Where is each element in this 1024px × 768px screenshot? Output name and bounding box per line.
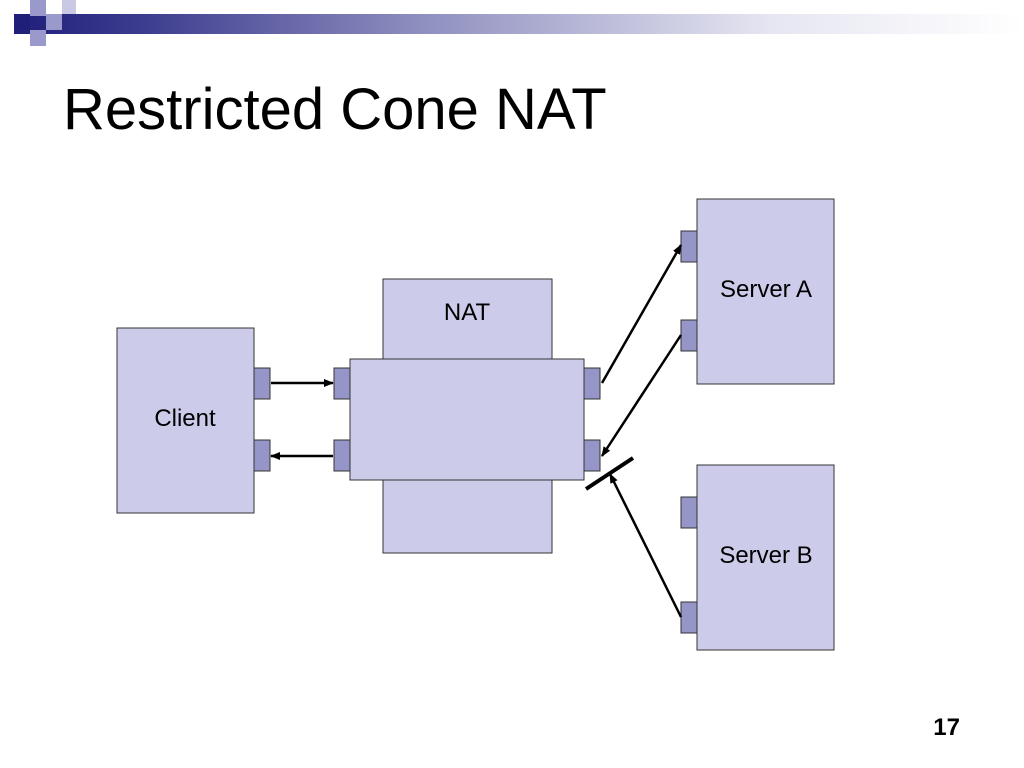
server-a-label: Server A	[720, 276, 812, 303]
server-b-label: Server B	[719, 542, 812, 569]
nat-label: NAT	[444, 299, 491, 326]
header-decoration-square	[46, 14, 62, 30]
header-decoration-square	[30, 0, 46, 16]
client-box	[116, 327, 255, 514]
server-a-port-2	[680, 319, 698, 352]
client-label: Client	[154, 405, 216, 432]
header-decoration-bar	[14, 14, 1024, 34]
server-b-port-2	[680, 601, 698, 634]
header-decoration-square	[62, 0, 76, 14]
nat-outer-port-in	[583, 439, 601, 472]
nat-inner-port-in	[333, 367, 351, 400]
header-decoration-square	[30, 30, 46, 46]
arrow-server-b-blocked	[608, 473, 683, 618]
arrow-nat-to-server-a	[600, 244, 683, 384]
client-port-out	[253, 367, 271, 400]
page-number: 17	[933, 714, 960, 741]
server-b-box	[696, 464, 835, 651]
arrow-server-a-to-nat	[600, 334, 683, 457]
server-b-port-1	[680, 496, 698, 529]
blocked-barrier	[584, 456, 635, 491]
nat-outer-port-out	[583, 367, 601, 400]
server-a-port-1	[680, 230, 698, 263]
header-decoration-square	[14, 14, 30, 30]
slide-title: Restricted Cone NAT	[63, 77, 607, 142]
nat-inner-port-out	[333, 439, 351, 472]
server-a-box	[696, 198, 835, 385]
nat-translation-box	[349, 358, 585, 481]
client-port-in	[253, 439, 271, 472]
